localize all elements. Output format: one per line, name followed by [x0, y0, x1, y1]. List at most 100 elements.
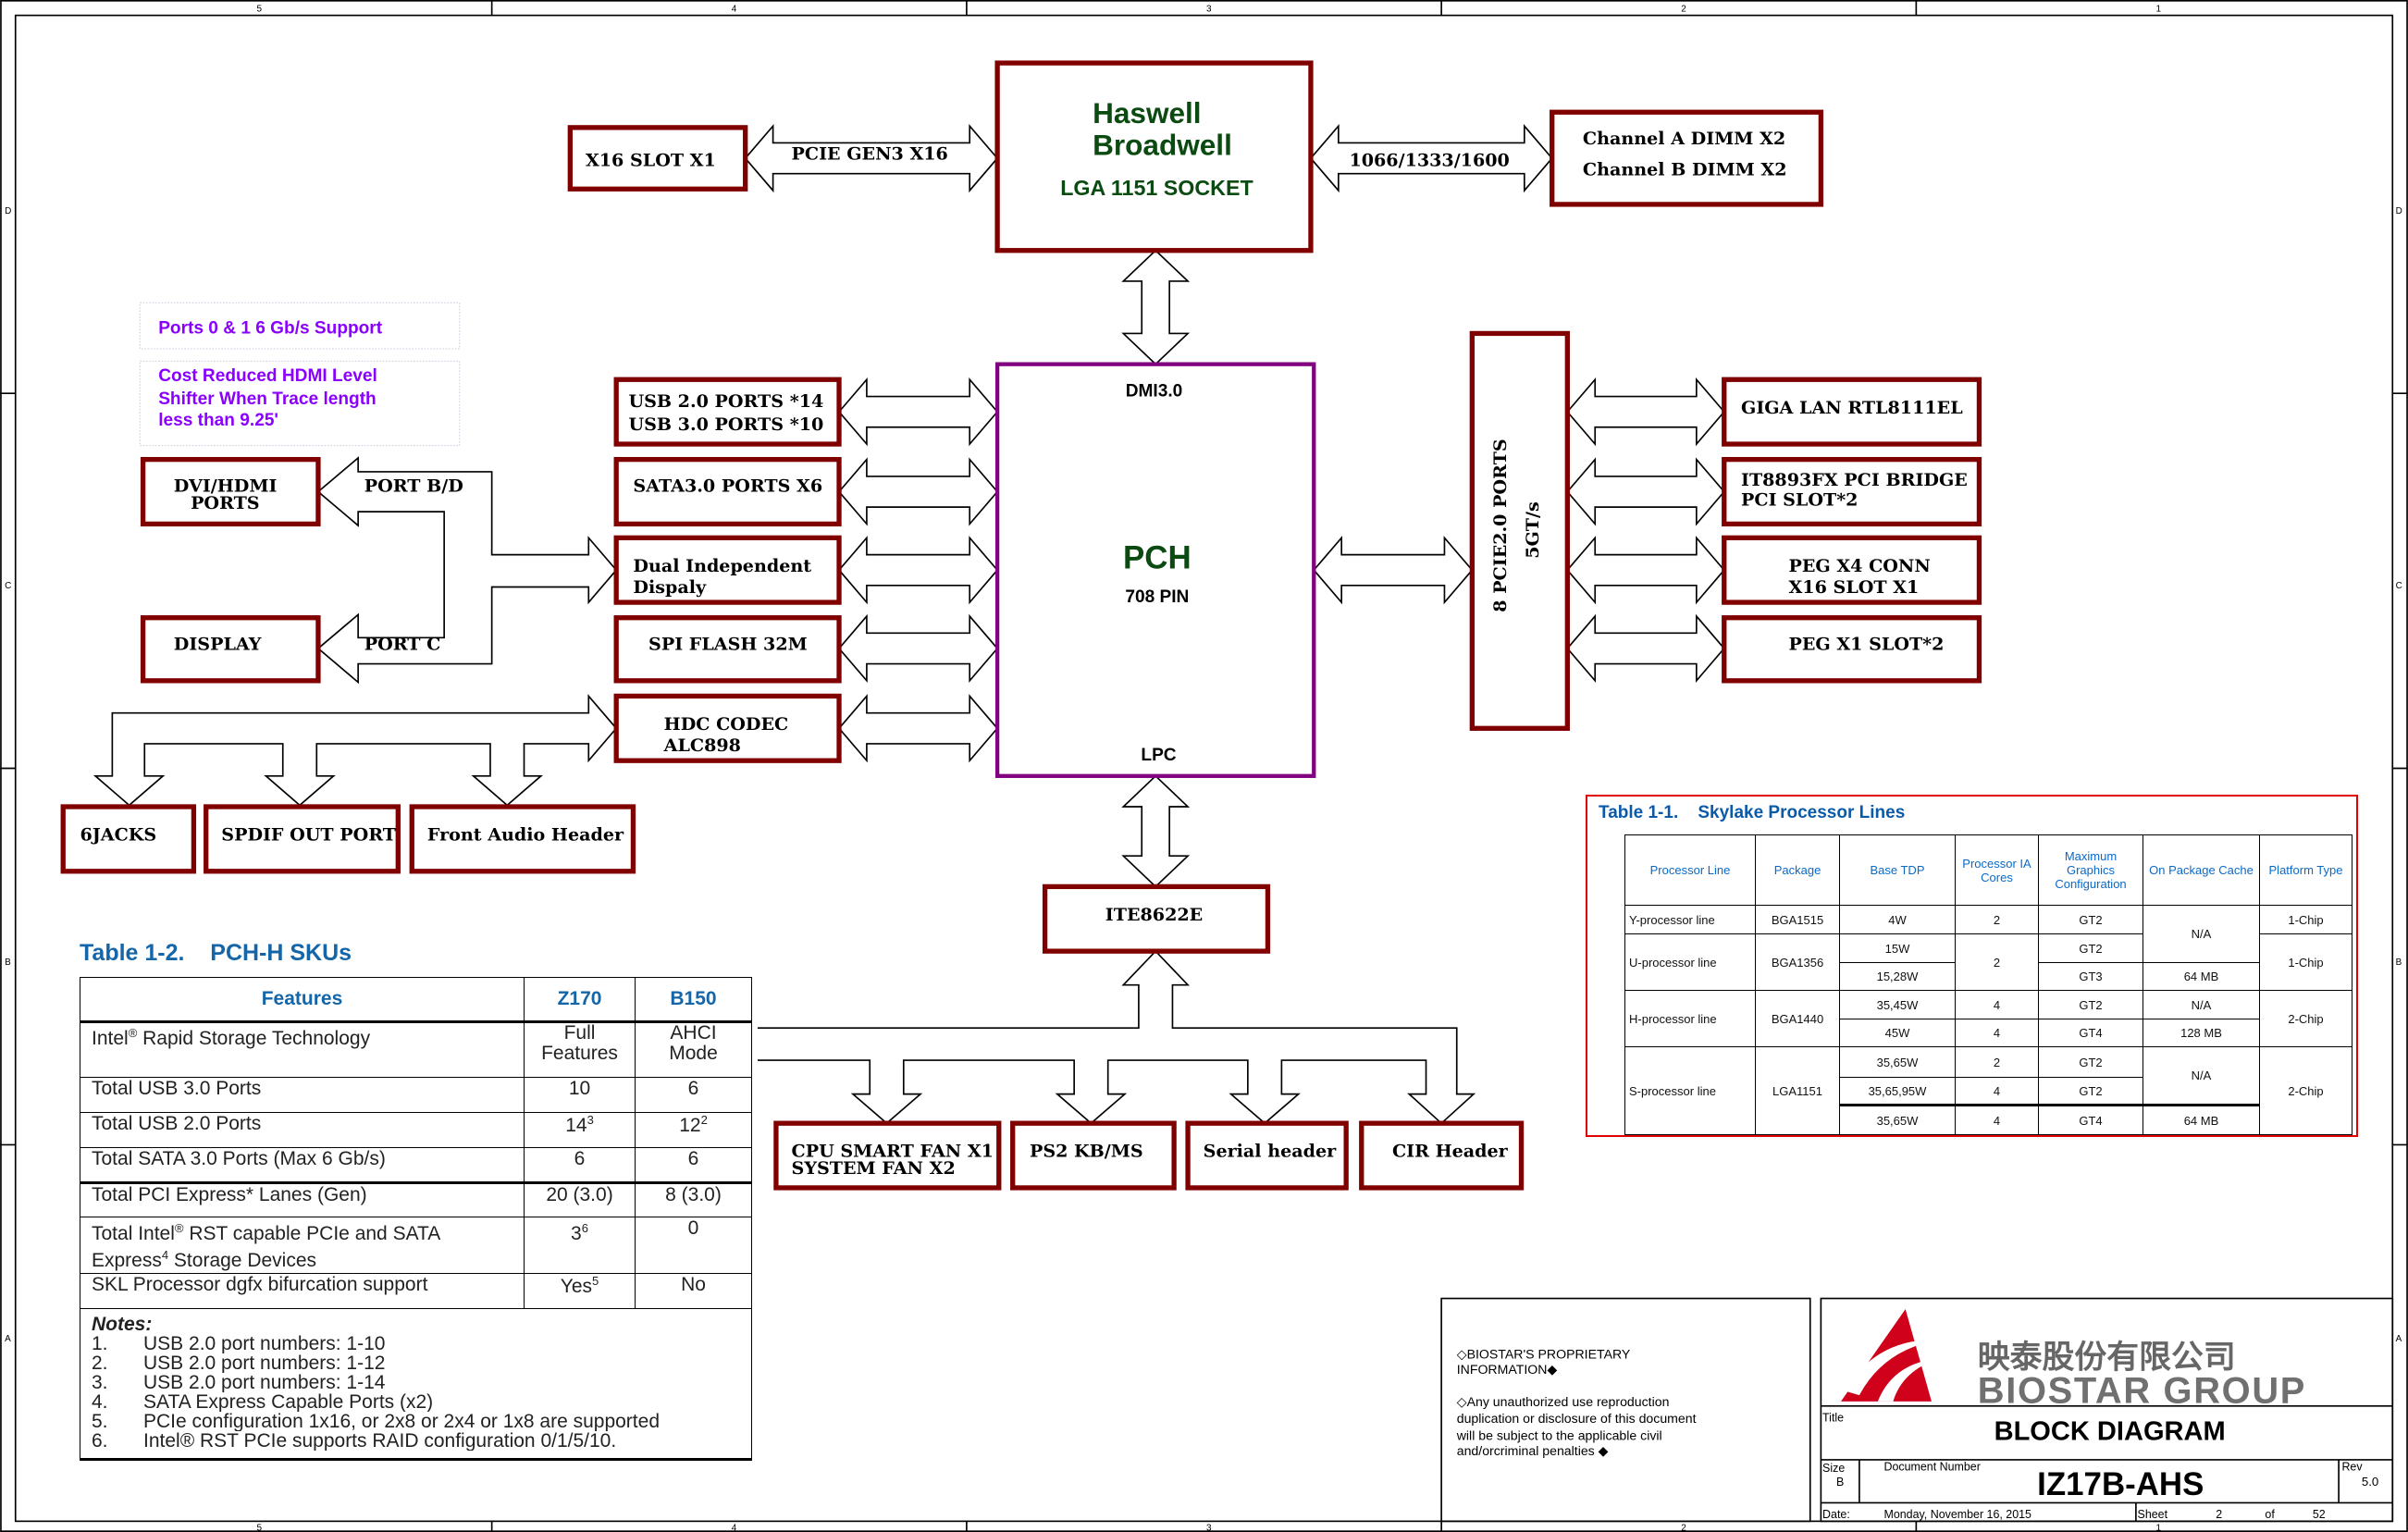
text: 14 [565, 1115, 587, 1136]
dmi-arrow [1121, 249, 1191, 365]
cell: LGA1151 [1755, 1046, 1840, 1135]
table-row: 45W 4 GT4 128 MB [1625, 1019, 2352, 1047]
text: Express [92, 1250, 162, 1271]
column-header: B150 [635, 977, 752, 1023]
lan-label: GIGA LAN RTL8111EL [1741, 397, 1963, 418]
cell: 20 (3.0) [524, 1181, 636, 1217]
peg-x4-block[interactable]: PEG X4 CONN X16 SLOT X1 [1722, 535, 1982, 605]
cell: GT2 [2038, 1077, 2143, 1106]
ite-block[interactable]: ITE8622E [1042, 883, 1271, 954]
note-item: 6.Intel® RST PCIe supports RAID configur… [92, 1431, 739, 1451]
pci-bridge-block[interactable]: IT8893FX PCI BRIDGE PCI SLOT*2 [1722, 456, 1982, 527]
lan-block[interactable]: GIGA LAN RTL8111EL [1722, 377, 1982, 447]
note-number: 1. [92, 1334, 108, 1353]
text: Rapid Storage Technology [137, 1028, 371, 1049]
table-row: 35,65W 4 GT4 64 MB [1625, 1104, 2352, 1135]
sheet-value: 2 [2216, 1508, 2222, 1521]
port-c-label: PORT C [364, 634, 441, 655]
cell: N/A [2143, 905, 2260, 963]
sata-note-text: Ports 0 & 1 6 Gb/s Support [158, 318, 383, 338]
cell: 143 [524, 1112, 636, 1148]
front-audio-label: Front Audio Header [427, 824, 624, 846]
note-number: 6. [92, 1431, 108, 1451]
cell: 4 [1955, 1019, 2039, 1047]
usb-block[interactable]: USB 2.0 PORTS *14 USB 3.0 PORTS *10 [613, 377, 842, 447]
date-value: Monday, November 16, 2015 [1883, 1508, 2031, 1521]
bridge-label-1: IT8893FX PCI BRIDGE [1741, 469, 1968, 490]
rev-value: 5.0 [2362, 1475, 2378, 1489]
fan-block[interactable]: CPU SMART FAN X1 SYSTEM FAN X2 [773, 1120, 1002, 1191]
size-value: B [1836, 1476, 1844, 1489]
dual-display-block[interactable]: Dual Independent Dispaly [613, 535, 842, 605]
column-header: Base TDP [1839, 834, 1956, 906]
row-label: D [5, 206, 11, 216]
row-label: B [2396, 958, 2402, 968]
col-label: 4 [732, 4, 737, 14]
pcie-ports-block[interactable]: 8 PCIE2.0 PORTS 5GT/s [1469, 330, 1570, 731]
skylake-processor-table: Processor Line Package Base TDP Processo… [1624, 834, 2352, 1135]
hdmi-note-3: less than 9.25' [158, 411, 278, 430]
serial-block[interactable]: Serial header [1185, 1120, 1349, 1191]
ps2-block[interactable]: PS2 KB/MS [1010, 1120, 1177, 1191]
sup: 5 [592, 1274, 599, 1288]
spi-flash-block[interactable]: SPI FLASH 32M [613, 615, 842, 684]
cell: 4 [1955, 1104, 2039, 1135]
audio-fork-arrow [93, 694, 618, 807]
hdmi-note: Cost Reduced HDMI Level Shifter When Tra… [139, 360, 461, 447]
cell: 64 MB [2143, 1104, 2260, 1135]
docnum-label: Document Number [1883, 1461, 1980, 1474]
pch-sku-table: Features Z170 B150 Intel® Rapid Storage … [80, 977, 752, 1461]
display-block[interactable]: DISPLAY [140, 615, 321, 684]
cell: Total USB 2.0 Ports [80, 1112, 525, 1148]
cell: Y-processor line [1624, 905, 1756, 934]
text: Mode [669, 1043, 718, 1064]
cell: 6 [635, 1077, 752, 1113]
jacks-block[interactable]: 6JACKS [60, 804, 197, 874]
logo-wordmark: BIOSTAR GROUP [1978, 1370, 2306, 1411]
peg-x1-block[interactable]: PEG X1 SLOT*2 [1722, 615, 1982, 684]
codec-label-2: ALC898 [663, 735, 741, 756]
cell: 4 [1955, 1077, 2039, 1106]
row-label: B [5, 958, 11, 968]
table-label: Table 1-1. [1599, 803, 1679, 822]
cell: BGA1440 [1755, 990, 1840, 1047]
column-header: Package [1755, 834, 1840, 906]
sata-block[interactable]: SATA3.0 PORTS X6 [613, 456, 842, 527]
cell: 35,65W [1839, 1046, 1956, 1078]
spdif-block[interactable]: SPDIF OUT PORT [204, 804, 401, 874]
note-item: 1.USB 2.0 port numbers: 1-10 [92, 1334, 739, 1353]
note-item: 2.USB 2.0 port numbers: 1-12 [92, 1353, 739, 1373]
hd-codec-block[interactable]: HDC CODEC ALC898 [613, 693, 842, 763]
cell: BGA1356 [1755, 933, 1840, 991]
table-1-1-title: Table 1-1. Skylake Processor Lines [1599, 803, 1905, 823]
dual-display-label-1: Dual Independent [633, 555, 811, 576]
bus-arrows [744, 123, 1725, 888]
row-label: D [2396, 206, 2402, 216]
dvi-hdmi-block[interactable]: DVI/HDMI PORTS [140, 456, 321, 527]
cell: No [635, 1273, 752, 1309]
cpu-block[interactable]: Haswell Broadwell LGA 1151 SOCKET [994, 60, 1314, 253]
cell: 35,65,95W [1839, 1077, 1956, 1106]
pch-block[interactable]: DMI3.0 PCH 708 PIN LPC [994, 362, 1316, 778]
table-row: Total PCI Express* Lanes (Gen) 20 (3.0) … [80, 1181, 752, 1217]
cir-block[interactable]: CIR Header [1359, 1120, 1525, 1191]
front-audio-block[interactable]: Front Audio Header [409, 804, 636, 874]
cell: 1-Chip [2259, 933, 2352, 991]
cell: U-processor line [1624, 933, 1756, 991]
dimm-block[interactable]: Channel A DIMM X2 Channel B DIMM X2 [1550, 109, 1824, 207]
table-1-2-title: Table 1-2. PCH-H SKUs [80, 940, 352, 967]
sata-label: SATA3.0 PORTS X6 [633, 476, 822, 497]
cell: Total PCI Express* Lanes (Gen) [80, 1181, 525, 1217]
size-label: Size [1822, 1462, 1845, 1475]
cell: GT2 [2038, 933, 2143, 963]
table-row: SKL Processor dgfx bifurcation support Y… [80, 1273, 752, 1309]
text: RST capable PCIe and SATA [183, 1223, 441, 1244]
x16-slot-block[interactable]: X16 SLOT X1 [567, 125, 748, 192]
cell: 2 [1955, 933, 2039, 991]
pcie-ports-label: 8 PCIE2.0 PORTS [1489, 439, 1511, 612]
